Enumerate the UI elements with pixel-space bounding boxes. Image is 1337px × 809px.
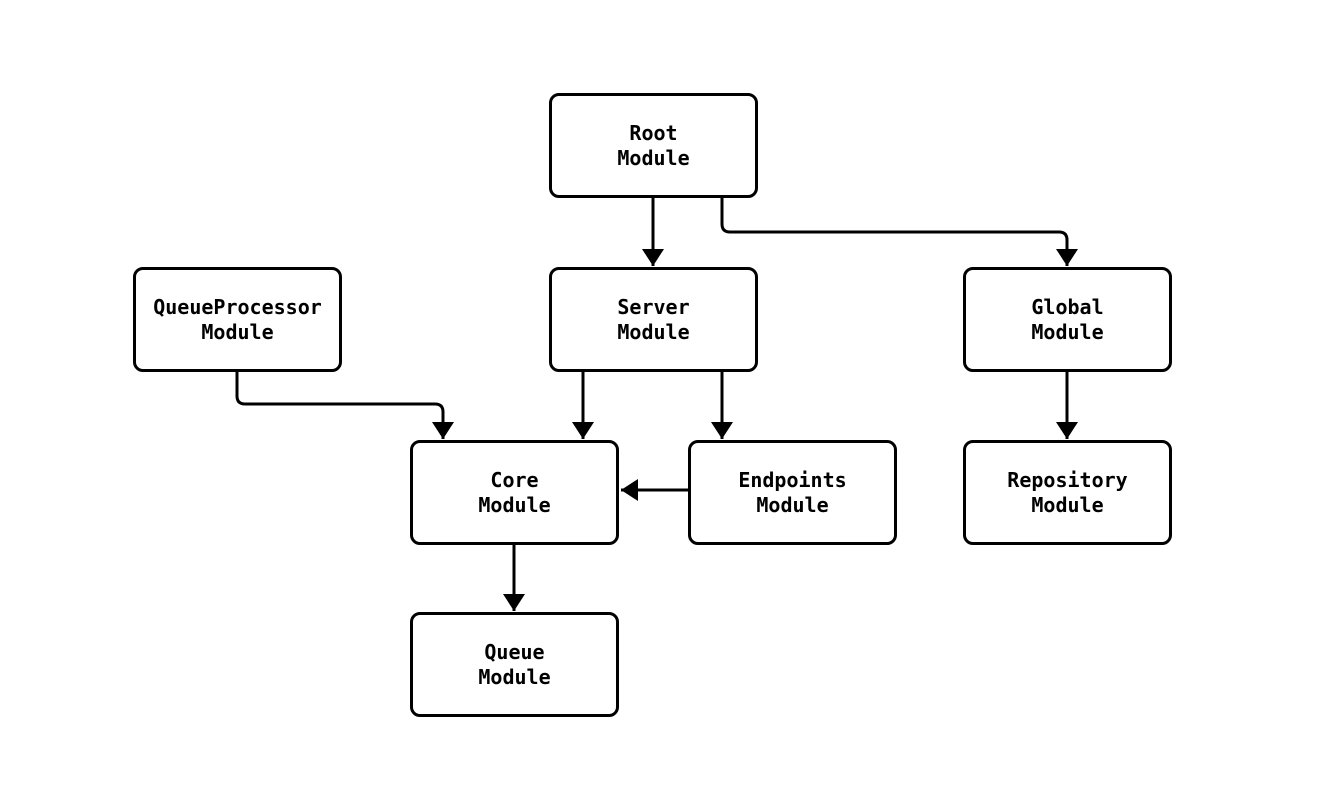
node-server-module: Server Module [549,267,758,372]
node-endpoints-module-label: Endpoints Module [738,467,847,517]
node-server-module-label: Server Module [617,294,690,344]
node-root-module: Root Module [549,93,758,198]
node-core-module: Core Module [410,440,619,545]
node-root-module-label: Root Module [617,120,690,170]
node-queueprocessor-module: QueueProcessor Module [133,267,342,372]
node-repository-module: Repository Module [963,440,1172,545]
node-queue-module: Queue Module [410,612,619,717]
node-core-module-label: Core Module [478,467,551,517]
node-global-module-label: Global Module [1031,294,1104,344]
edge-queueprocessor-to-core [235,371,454,439]
node-global-module: Global Module [963,267,1172,372]
node-queueprocessor-module-label: QueueProcessor Module [153,294,322,344]
node-endpoints-module: Endpoints Module [688,440,897,545]
edge-root-to-global [720,196,1078,266]
node-repository-module-label: Repository Module [1007,467,1128,517]
node-queue-module-label: Queue Module [478,639,551,689]
